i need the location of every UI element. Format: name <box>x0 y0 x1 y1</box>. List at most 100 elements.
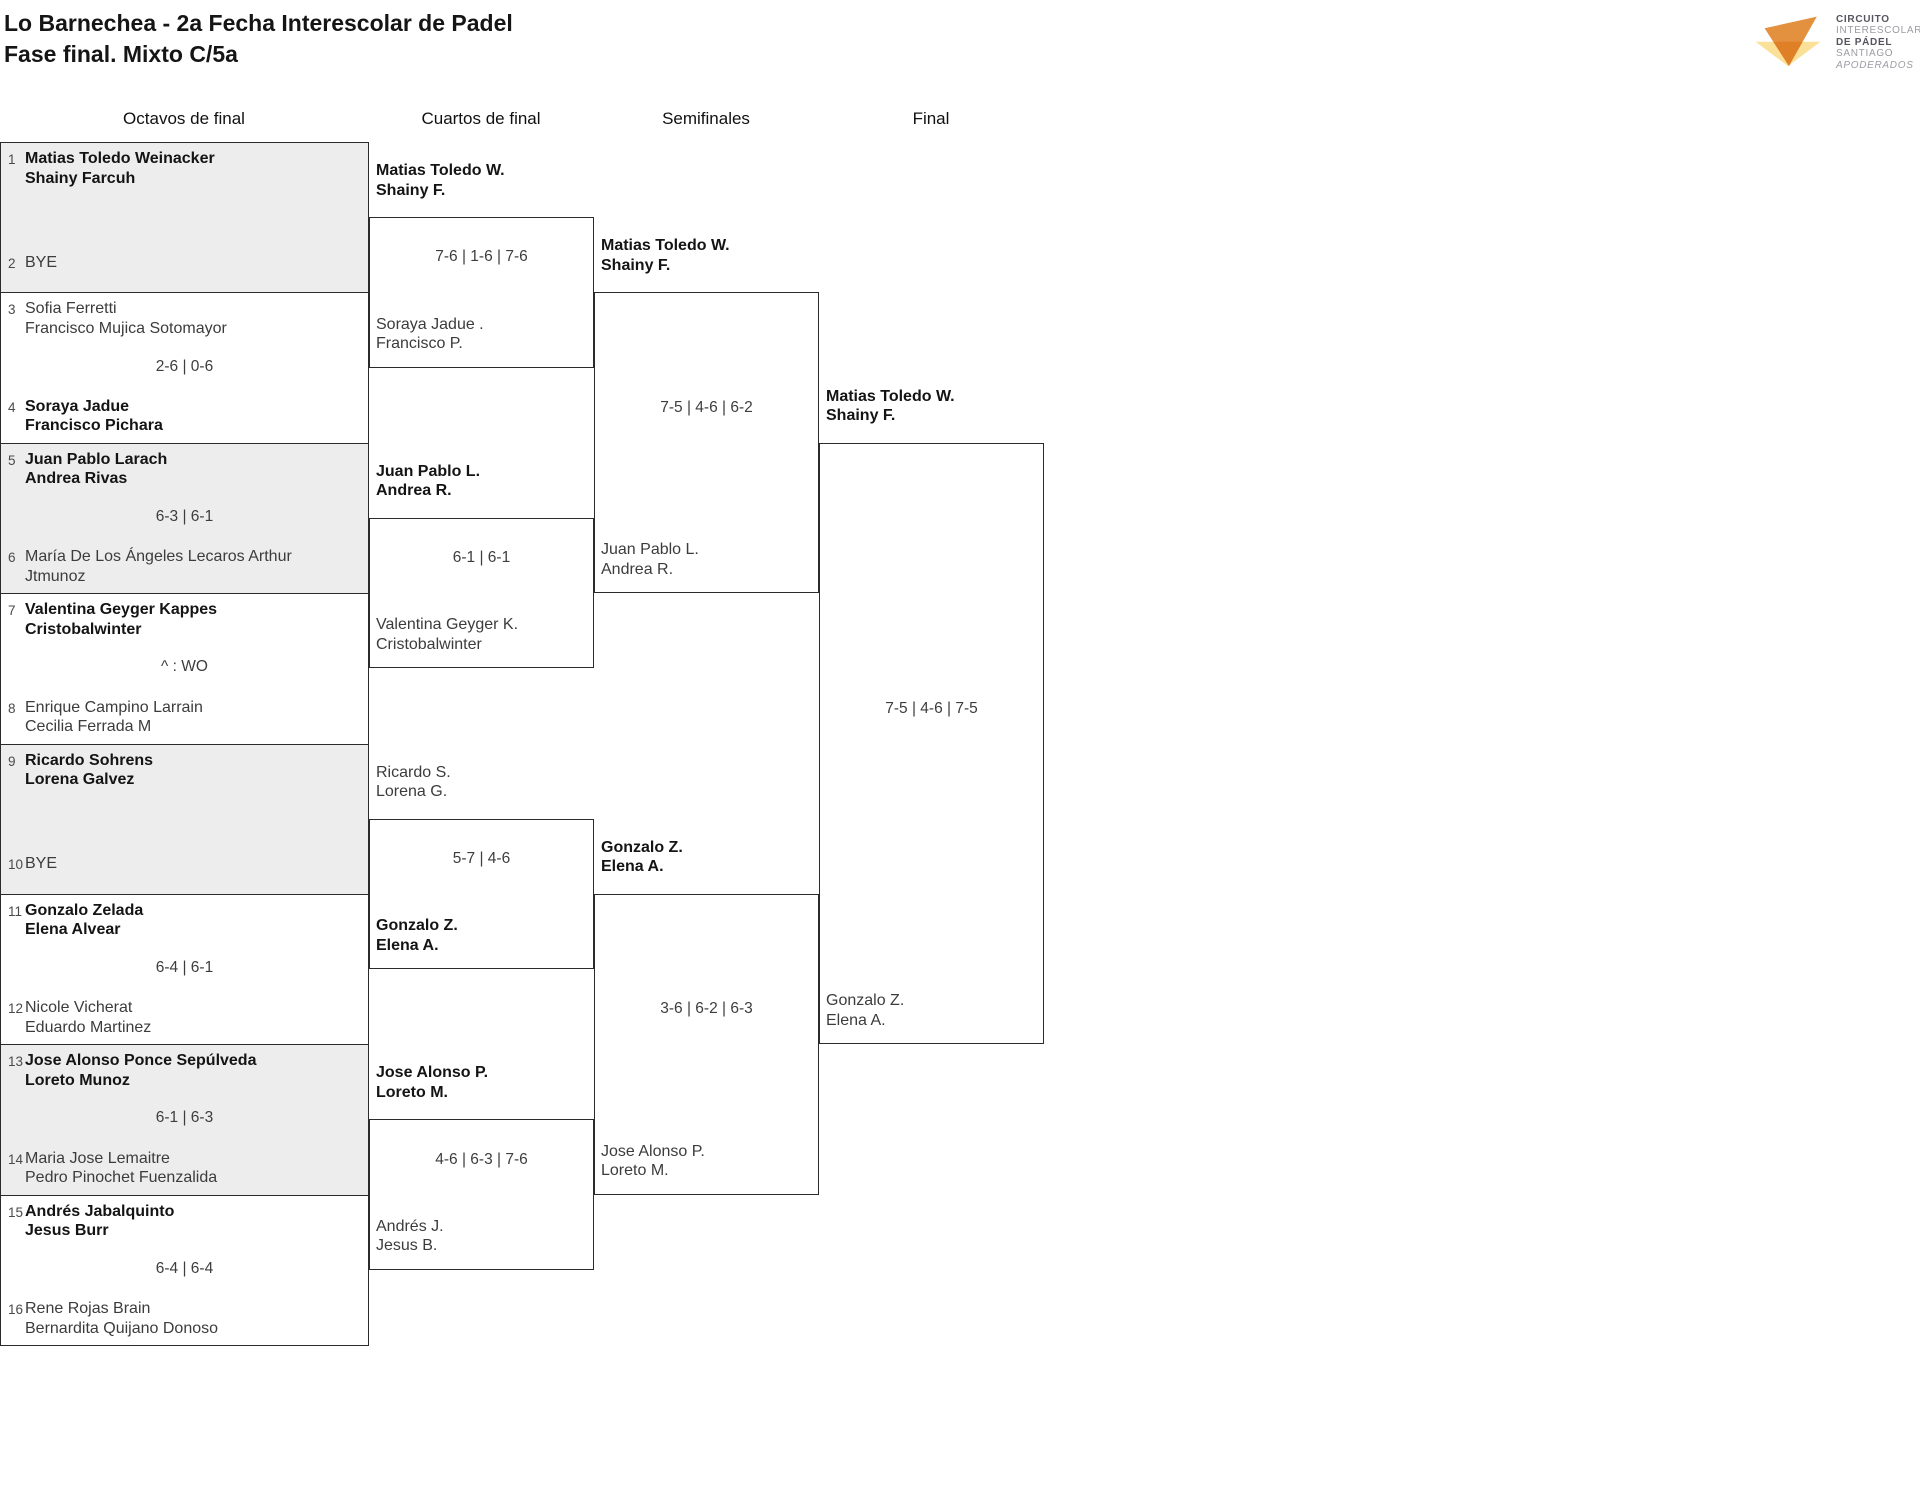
team-name-line: Valentina Geyger K. <box>376 616 519 634</box>
match-score: 5-7 | 4-6 <box>452 849 511 867</box>
logo-text-line: CIRCUITO <box>1836 14 1890 25</box>
team-names: BYE <box>25 854 57 874</box>
semifinales-match-box <box>594 292 819 594</box>
team-name-line: Elena A. <box>601 858 664 876</box>
team-name-line: Andrés Jabalquinto <box>25 1202 175 1220</box>
seed-number: 11 <box>8 903 23 919</box>
seed-number: 9 <box>8 753 16 769</box>
cuartos-match-box <box>369 517 594 669</box>
team-name-line: BYE <box>25 855 58 873</box>
match-score: 4-6 | 6-3 | 7-6 <box>435 1150 528 1168</box>
team-name-line: Elena A. <box>376 936 439 954</box>
team-name-line: Cristobalwinter <box>25 620 142 638</box>
team-name-line: Francisco Mujica Sotomayor <box>25 319 227 337</box>
team-name-line: Pedro Pinochet Fuenzalida <box>25 1169 218 1187</box>
match-inner-team: Gonzalo Z.Elena A. <box>376 916 458 955</box>
match-score: 6-3 | 6-1 <box>155 507 214 525</box>
team-name-line: Shainy F. <box>376 181 446 199</box>
seed-number: 3 <box>8 302 16 318</box>
team-name-line: Juan Pablo Larach <box>25 450 168 468</box>
advancing-team-label: Ricardo S.Lorena G. <box>376 763 451 802</box>
team-name-line: Andrés J. <box>376 1217 444 1235</box>
semifinales-match-box <box>594 893 819 1195</box>
team-name-line: Elena A. <box>826 1011 886 1029</box>
match-score: 2-6 | 0-6 <box>155 357 214 375</box>
team-name-line: Eduardo Martinez <box>25 1018 152 1036</box>
seed-number: 13 <box>8 1054 24 1070</box>
team-name-line: Gonzalo Z. <box>601 838 683 856</box>
team-name-line: Soraya Jadue <box>25 397 130 415</box>
team-name-line: Jesus B. <box>376 1237 438 1255</box>
team-name-line: Rene Rojas Brain <box>25 1300 151 1317</box>
page-title: Lo Barnechea - 2a Fecha Interescolar de … <box>4 8 513 70</box>
fox-logo-icon <box>1755 16 1821 67</box>
cuartos-match-box <box>369 1119 594 1270</box>
team-name-line: María De Los Ángeles Lecaros Arthur <box>25 548 292 566</box>
match-score: 6-4 | 6-4 <box>155 1259 214 1277</box>
match-inner-team: Soraya Jadue . Francisco P. <box>376 315 484 354</box>
team-name-line: Andrea R. <box>601 560 674 578</box>
team-name-line: Cecilia Ferrada M <box>25 718 152 735</box>
match-score: 6-4 | 6-1 <box>155 959 214 977</box>
round-header-final: Final <box>912 109 950 128</box>
cuartos-match-box <box>369 217 594 368</box>
team-name-line: Soraya Jadue . <box>376 315 484 333</box>
advancing-team-label: Jose Alonso P.Loreto M. <box>376 1063 488 1102</box>
seed-number: 12 <box>8 1001 24 1017</box>
advancing-team-label: Matias Toledo W.Shainy F. <box>376 161 505 200</box>
team-name-line: Shainy Farcuh <box>25 169 136 187</box>
match-score: 7-6 | 1-6 | 7-6 <box>435 248 528 266</box>
logo-text-line: SANTIAGO <box>1836 48 1894 60</box>
team-name-line: Elena Alvear <box>25 921 121 939</box>
logo-text-line: APODERADOS <box>1836 59 1914 71</box>
seed-number: 15 <box>8 1204 24 1220</box>
team-name-line: Lorena Galvez <box>25 771 135 788</box>
team-name-line: Gonzalo Z. <box>826 992 905 1010</box>
seed-number: 7 <box>8 603 16 619</box>
team-name-line: Valentina Geyger Kappes <box>25 601 218 619</box>
seed-number: 10 <box>8 857 24 873</box>
seed-number: 5 <box>8 452 16 468</box>
team-name-line: Nicole Vicherat <box>25 999 133 1017</box>
team-name-line: Loreto M. <box>376 1083 448 1101</box>
match-score: 6-1 | 6-1 <box>452 549 511 567</box>
match-inner-team: Valentina Geyger K.Cristobalwinter <box>376 615 518 654</box>
match-inner-team: Andrés J. Jesus B. <box>376 1217 444 1256</box>
team-name-line: Bernardita Quijano Donoso <box>25 1319 219 1337</box>
page-title-line1: Lo Barnechea - 2a Fecha Interescolar de … <box>4 10 513 36</box>
team-name-line: Francisco P. <box>376 335 463 353</box>
advancing-team-label: Matias Toledo W.Shainy F. <box>601 236 730 275</box>
circuito-logo: CIRCUITO INTERESCOLAR DE PÁDEL SANTIAGO … <box>1752 8 1920 74</box>
team-name-line: Jose Alonso Ponce Sepúlveda <box>25 1052 257 1070</box>
team-name-line: Lorena G. <box>376 783 448 801</box>
final-match-box <box>819 442 1044 1045</box>
match-score: 6-1 | 6-3 <box>155 1109 214 1127</box>
advancing-team-label: Gonzalo Z. Elena A. <box>601 838 683 877</box>
team-name-line: Enrique Campino Larrain <box>25 698 203 716</box>
seed-number: 6 <box>8 550 16 566</box>
seed-number: 4 <box>8 399 16 415</box>
team-name-line: Shainy F. <box>826 407 896 425</box>
team-name-line: Andrea R. <box>376 482 452 500</box>
